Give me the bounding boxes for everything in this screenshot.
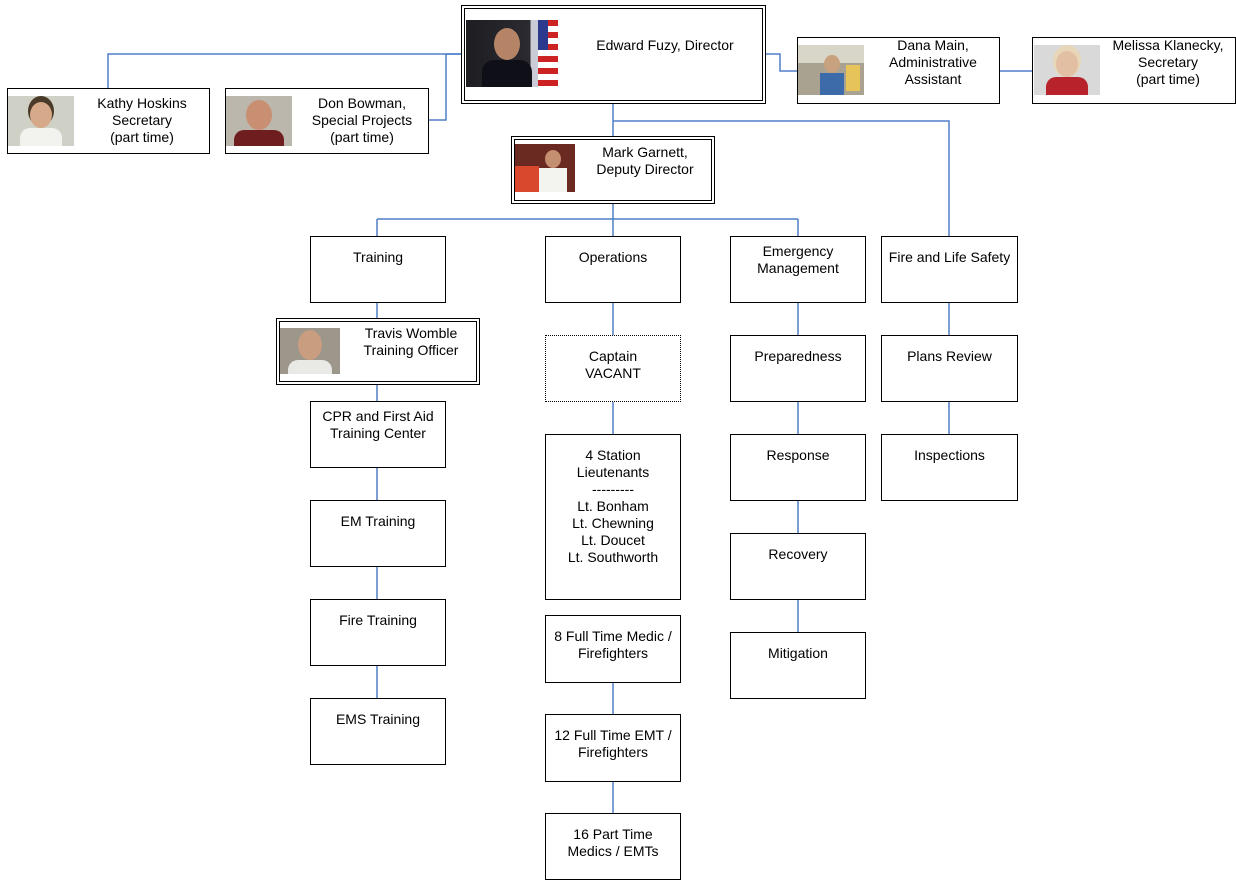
- part-time-medics-box: 16 Part Time Medics / EMTs: [545, 813, 681, 880]
- training-officer-photo: [280, 328, 340, 374]
- deputy-director-label: Mark Garnett, Deputy Director: [596, 144, 694, 177]
- ems-training-box: EMS Training: [310, 698, 446, 765]
- special-projects-label: Don Bowman, Special Projects (part time): [311, 95, 413, 145]
- director-portrait-with-flag: [466, 20, 558, 87]
- connector-director-kathy: [107, 53, 462, 89]
- deputy-director-photo: [515, 144, 575, 192]
- admin-assistant-label: Dana Main, Administrative Assistant: [889, 37, 977, 87]
- division-fire-life-safety: Fire and Life Safety: [881, 236, 1018, 303]
- division-training: Training: [310, 236, 446, 303]
- division-emergency-management: Emergency Management: [730, 236, 866, 303]
- fire-training-box: Fire Training: [310, 599, 446, 666]
- plans-review-box: Plans Review: [881, 335, 1018, 402]
- secretary-kathy-label: Kathy Hoskins Secretary (part time): [97, 95, 187, 145]
- mitigation-box: Mitigation: [730, 632, 866, 699]
- connector-director-dana: [766, 53, 797, 72]
- connector-director-don: [428, 53, 462, 121]
- captain-vacant-box: Captain VACANT: [545, 335, 681, 402]
- connector-director-fls: [613, 120, 950, 236]
- inspections-box: Inspections: [881, 434, 1018, 501]
- cpr-first-aid-box: CPR and First Aid Training Center: [310, 401, 446, 468]
- full-time-medic-box: 8 Full Time Medic / Firefighters: [545, 615, 681, 683]
- director-label: Edward Fuzy, Director: [596, 37, 734, 53]
- division-operations: Operations: [545, 236, 681, 303]
- em-training-box: EM Training: [310, 500, 446, 567]
- training-officer-label: Travis Womble Training Officer: [363, 325, 459, 358]
- response-box: Response: [730, 434, 866, 501]
- secretary-melissa-photo: [1034, 45, 1100, 95]
- special-projects-photo: [226, 96, 292, 146]
- station-lieutenants-box: 4 Station Lieutenants --------- Lt. Bonh…: [545, 434, 681, 600]
- preparedness-box: Preparedness: [730, 335, 866, 402]
- full-time-emt-box: 12 Full Time EMT / Firefighters: [545, 714, 681, 782]
- admin-assistant-photo: [798, 45, 864, 95]
- secretary-melissa-label: Melissa Klanecky, Secretary (part time): [1112, 37, 1224, 87]
- secretary-kathy-photo: [8, 96, 74, 146]
- recovery-box: Recovery: [730, 533, 866, 600]
